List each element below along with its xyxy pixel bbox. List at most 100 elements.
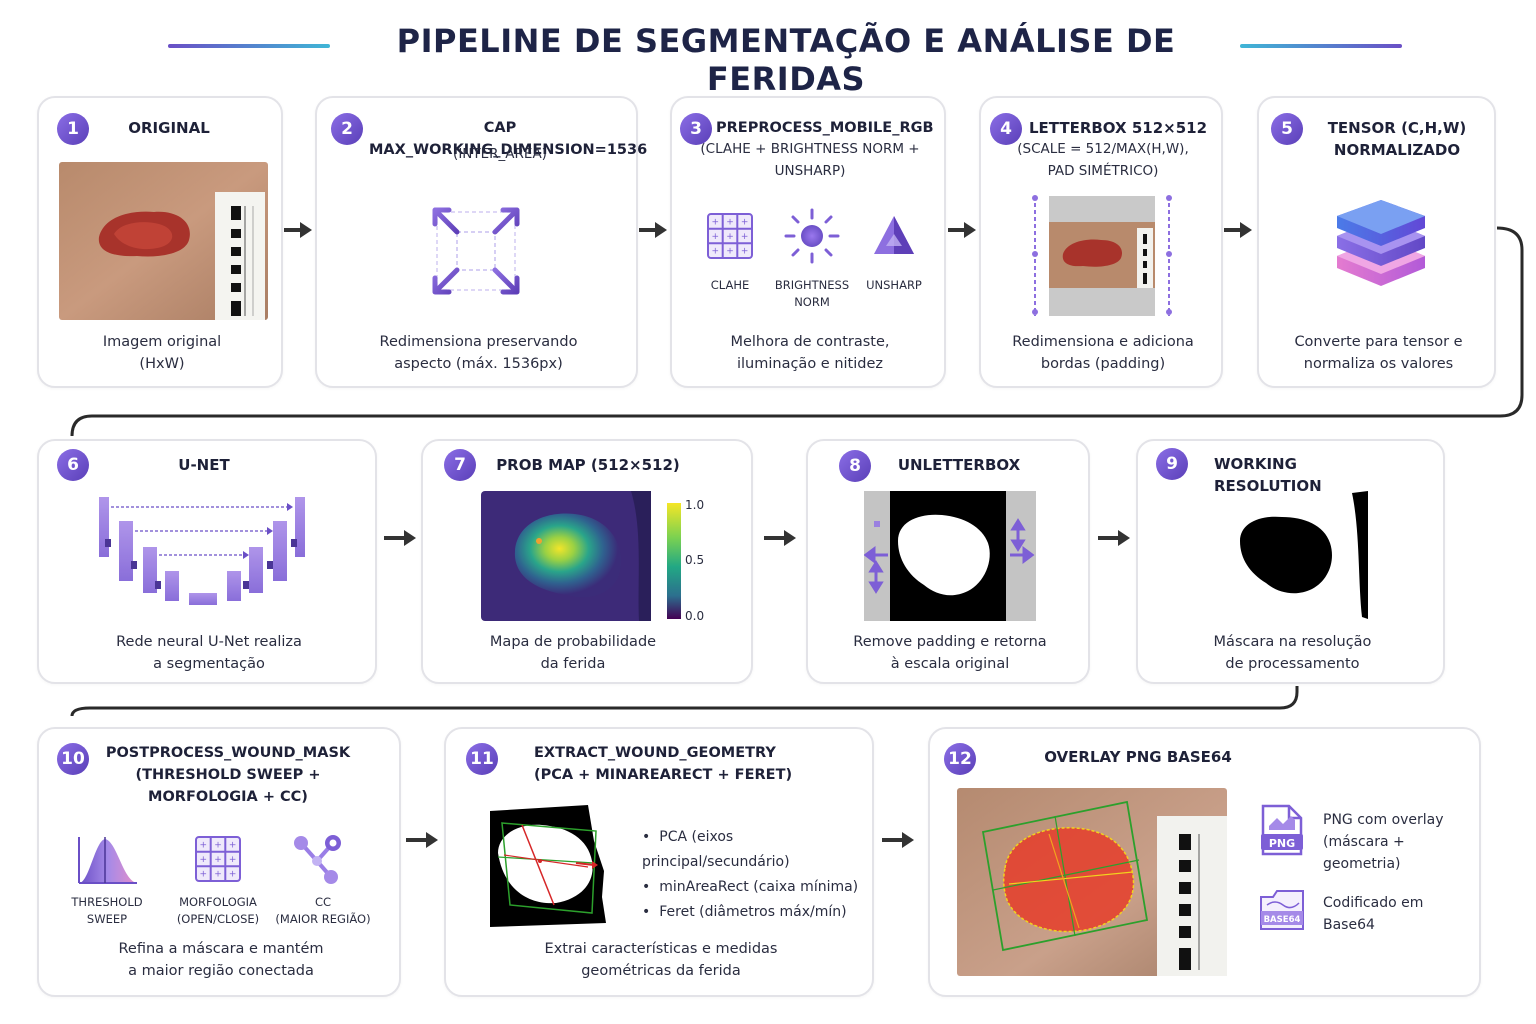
step-subtitle-line2: PAD SIMÉTRICO)	[1047, 163, 1159, 179]
working-resolution-mask	[1240, 491, 1368, 619]
title-decoration-left	[168, 44, 330, 48]
svg-text:+: +	[726, 218, 734, 228]
step-subtitle-line1: (THRESHOLD SWEEP +	[135, 767, 321, 783]
icon-label-cc: CC	[314, 895, 332, 909]
icon-label-threshold: THRESHOLD	[71, 895, 143, 909]
step-description-line1: Converte para tensor e	[1294, 334, 1463, 350]
svg-text:+: +	[741, 232, 749, 242]
overlay-result-photo	[957, 788, 1227, 976]
step-description-line1: Refina a máscara e mantém	[118, 941, 324, 957]
svg-text:+: +	[712, 232, 720, 242]
connected-components-icon	[294, 835, 341, 884]
step-title: EXTRACT_WOUND_GEOMETRY	[534, 745, 776, 761]
step-subtitle-line1: (CLAHE + BRIGHTNESS NORM +	[700, 141, 920, 157]
step-number-badge: 10	[57, 743, 89, 775]
step-title: WORKING RESOLUTION	[1214, 455, 1322, 495]
tensor-layers-icon	[1337, 200, 1425, 286]
svg-text:+: +	[229, 841, 237, 851]
svg-text:+: +	[741, 247, 749, 257]
step-description-line1: Remove padding e retorna	[853, 634, 1047, 650]
step-number-badge: 6	[57, 449, 89, 481]
arrow-8-9	[1098, 530, 1130, 546]
arrow-1-2	[284, 222, 312, 238]
step-title: POSTPROCESS_WOUND_MASK	[105, 745, 351, 761]
svg-text:+: +	[726, 247, 734, 257]
arrow-2-3	[639, 222, 667, 238]
svg-text:+: +	[200, 855, 208, 865]
step-title: U-NET	[178, 456, 230, 474]
step-description-line2: de processamento	[1225, 656, 1360, 672]
svg-text:+: +	[214, 870, 222, 880]
header: PIPELINE DE SEGMENTAÇÃO E ANÁLISE DE FER…	[0, 22, 1536, 98]
step-number-badge: 5	[1271, 113, 1303, 145]
overlay-note-line2: (máscara + geometria)	[1323, 834, 1405, 872]
step-description-line1: Redimensiona e adiciona	[1012, 334, 1194, 350]
step-title: LETTERBOX 512×512	[1028, 119, 1208, 137]
png-file-icon: PNG	[1261, 804, 1303, 856]
step-description-line1: Imagem original	[102, 334, 222, 350]
arrow-3-4	[948, 222, 976, 238]
morphology-grid-icon: +++ +++ +++	[195, 836, 241, 882]
step-number-badge: 11	[466, 743, 498, 775]
step-description-line2: a segmentação	[153, 656, 265, 672]
svg-text:+: +	[200, 841, 208, 851]
bullet-feret: Feret (diâmetros máx/mín)	[642, 900, 872, 925]
step-description-line2: à escala original	[890, 656, 1010, 672]
step-description-line1: Extrai características e medidas	[544, 941, 778, 957]
step-number-badge: 3	[680, 113, 712, 145]
resize-expand-icon	[432, 207, 520, 295]
step-subtitle: (PCA + MINAREARECT + FERET)	[534, 767, 793, 783]
svg-text:+: +	[229, 855, 237, 865]
svg-text:+: +	[200, 870, 208, 880]
svg-text:+: +	[214, 855, 222, 865]
step-description-line1: Máscara na resolução	[1213, 634, 1372, 650]
colorbar	[667, 503, 681, 619]
step-card-preprocess: 3 PREPROCESS_MOBILE_RGB (CLAHE + BRIGHTN…	[670, 96, 946, 388]
svg-text:+: +	[741, 218, 749, 228]
step-card-unletterbox: 8 UNLETTERBOX Remove padding e retorna à…	[806, 439, 1090, 684]
encoding-note-line1: Codificado em	[1323, 895, 1424, 911]
arrow-4-5	[1224, 222, 1252, 238]
step-description-line2: da ferida	[540, 656, 606, 672]
step-number-badge: 12	[944, 743, 976, 775]
step-description-line2: iluminação e nitidez	[736, 356, 883, 372]
step-description-line1: Rede neural U-Net realiza	[116, 634, 302, 650]
step-title-line2: NORMALIZADO	[1333, 141, 1461, 159]
colorbar-label-max: 1.0	[685, 498, 705, 512]
arrow-7-8	[764, 530, 796, 546]
overlay-note-line1: PNG com overlay	[1323, 812, 1444, 828]
step-title: CAP MAX_WORKING_DIMENSION=1536	[369, 120, 648, 158]
step-description-line2: a maior região conectada	[128, 963, 314, 979]
arrow-11-12	[882, 832, 914, 848]
step-description-line1: Mapa de probabilidade	[489, 634, 657, 650]
encoding-note-line2: Base64	[1323, 917, 1375, 933]
icon-label-morfologia: MORFOLOGIA	[179, 895, 257, 909]
step-number-badge: 4	[990, 113, 1022, 145]
step-card-postprocess: 10 POSTPROCESS_WOUND_MASK (THRESHOLD SWE…	[37, 727, 401, 997]
bullet-min-area-rect: minAreaRect (caixa mínima)	[642, 875, 872, 900]
step-description-line2: (HxW)	[139, 356, 185, 372]
step-number-badge: 9	[1156, 448, 1188, 480]
step-number-badge: 8	[839, 450, 871, 482]
step-title: ORIGINAL	[128, 119, 210, 137]
step-description-line2: geométricas da ferida	[581, 963, 741, 979]
original-wound-photo	[59, 162, 268, 320]
svg-text:+: +	[712, 218, 720, 228]
step-card-unet: 6 U-NET Rede neural U-Net realiza a segm…	[37, 439, 377, 684]
probability-heatmap	[481, 491, 651, 621]
step-subtitle-line2: MORFOLOGIA + CC)	[148, 789, 308, 805]
step-card-letterbox: 4 LETTERBOX 512×512 (SCALE = 512/MAX(H,W…	[979, 96, 1223, 388]
svg-text:+: +	[726, 232, 734, 242]
geometry-methods-list: PCA (eixos principal/secundário) minArea…	[642, 825, 872, 925]
arrow-10-11	[406, 832, 438, 848]
unet-architecture-diagram	[99, 497, 305, 605]
page-title: PIPELINE DE SEGMENTAÇÃO E ANÁLISE DE FER…	[396, 22, 1176, 98]
icon-label-maior-regiao: (MAIOR REGIÃO)	[275, 912, 371, 926]
step-description-line2: normaliza os valores	[1303, 356, 1454, 372]
step-number-badge: 7	[444, 449, 476, 481]
icon-label-open-close: (OPEN/CLOSE)	[176, 912, 260, 926]
step-card-overlay-png: 12 OVERLAY PNG BASE64 PNG BASE64 PNG com…	[928, 727, 1481, 997]
step-card-cap-dimension: 2 CAP MAX_WORKING_DIMENSION=1536 (INTER_…	[315, 96, 648, 388]
step-title: OVERLAY PNG BASE64	[1044, 748, 1232, 766]
